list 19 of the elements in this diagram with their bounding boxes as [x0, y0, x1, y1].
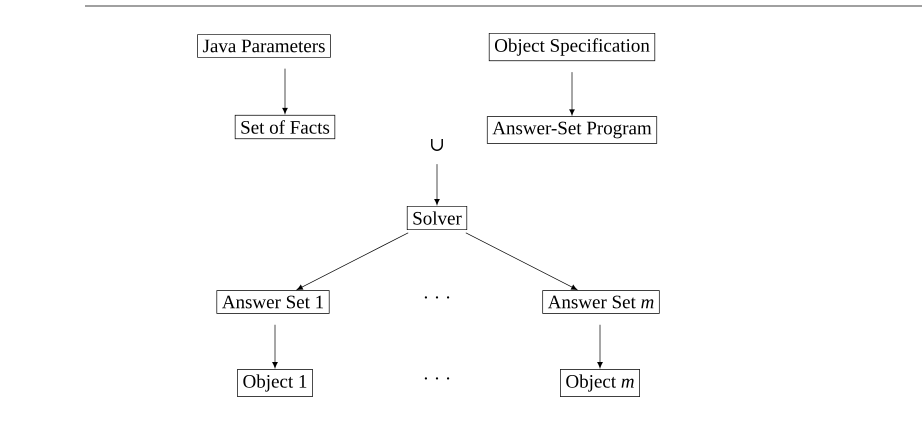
arrow: [272, 324, 278, 368]
process-box: Object 1: [237, 369, 313, 397]
arrow: [296, 232, 409, 290]
union-symbol: ∪: [431, 139, 443, 151]
process-box: Answer-Set Program: [486, 116, 658, 144]
ellipsis: · · ·: [424, 377, 450, 380]
arrow: [465, 232, 578, 290]
process-box: Solver: [406, 206, 468, 230]
arrow: [597, 324, 603, 368]
process-box: Set of Facts: [234, 114, 336, 140]
arrow: [434, 164, 440, 206]
arrow: [569, 72, 575, 116]
ellipsis: · · ·: [424, 296, 450, 299]
process-box: Answer Set 1: [216, 290, 330, 314]
process-box: Answer Set m: [542, 290, 660, 314]
process-box: Java Parameters: [197, 34, 331, 58]
process-box: Object m: [560, 369, 640, 397]
arrow: [282, 68, 288, 114]
process-box: Object Specification: [488, 32, 656, 62]
